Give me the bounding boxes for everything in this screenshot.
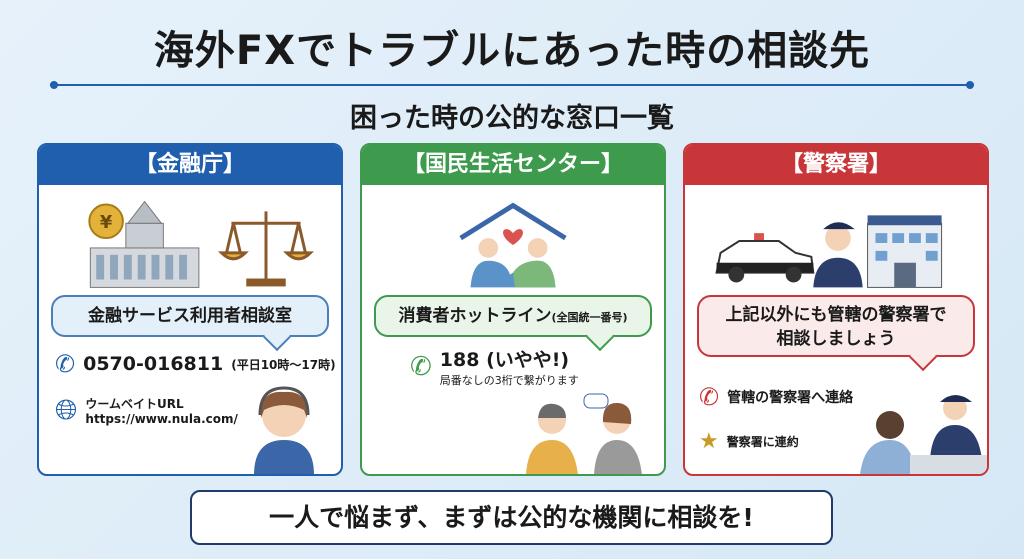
card-header: 【警察署】 xyxy=(685,145,987,185)
police-station-icon xyxy=(867,215,943,288)
bubble-text: 金融サービス利用者相談室 xyxy=(88,306,292,326)
bubble-text: 消費者ホットライン xyxy=(398,306,552,326)
contact-police-text: 管轄の警察署へ連絡 xyxy=(727,390,854,406)
operator-illustration xyxy=(254,386,314,474)
phone-hours: (平日10時〜17時) xyxy=(231,357,336,372)
government-building-icon: ¥ xyxy=(88,200,314,288)
police-illustration xyxy=(715,215,943,288)
speech-bubble: 上記以外にも管轄の警察署で 相談しましょう xyxy=(697,295,975,357)
card-consumer-center: 【国民生活センター】 消費者ホットライン(全国統一番号) ✆ 188 (いやや!… xyxy=(360,143,666,476)
closing-banner: 一人で悩まず、まずは公的な機関に相談を! xyxy=(190,490,833,545)
handshake-house-icon xyxy=(459,202,567,288)
page-subtitle: 困った時の公的な窓口一覧 xyxy=(350,103,674,134)
phone-number[interactable]: 188 (いやや!) xyxy=(439,349,570,371)
speech-bubble: 金融サービス利用者相談室 xyxy=(51,295,329,337)
consultation-illustration xyxy=(526,393,642,474)
card-header: 【国民生活センター】 xyxy=(362,145,664,185)
police-station-text: 警察署に連約 xyxy=(726,435,799,449)
police-badge-icon: ★ xyxy=(699,429,719,454)
page-title: 海外FXでトラブルにあった時の相談先 xyxy=(153,28,871,74)
phone-icon: ✆ xyxy=(55,350,76,378)
police-officer-icon xyxy=(813,222,863,288)
police-consultation-illustration xyxy=(860,395,987,474)
web-label: ウームベイトURL xyxy=(85,396,184,411)
bubble-note: (全国統一番号) xyxy=(551,311,628,324)
speech-bubble: 消費者ホットライン(全国統一番号) xyxy=(374,295,652,337)
card-police: 【警察署】 上記以外にも管轄の警察署で 相談しましょう ✆ 管轄の警察署へ連絡 … xyxy=(683,143,989,476)
globe-icon: 🌐︎ xyxy=(55,393,78,426)
phone-icon: ✆ xyxy=(699,383,720,411)
bubble-line-1: 上記以外にも管轄の警察署で xyxy=(725,305,947,325)
phone-icon: ✆ xyxy=(410,351,432,382)
card-header: 【金融庁】 xyxy=(39,145,341,185)
phone-number[interactable]: 0570-016811 xyxy=(83,353,224,375)
web-url[interactable]: https://www.nula.com/ xyxy=(85,411,238,426)
yen-coin-icon: ¥ xyxy=(100,213,113,233)
bubble-line-2: 相談しましょう xyxy=(776,329,896,349)
title-divider xyxy=(50,81,974,89)
card-fsa: 【金融庁】 ¥ 金融サービス利用者相談室 ✆ 0570-016811 (平日10… xyxy=(37,143,343,476)
police-car-icon xyxy=(715,233,815,283)
scales-icon xyxy=(218,211,314,281)
phone-note: 局番なしの3桁で繋がります xyxy=(439,374,579,387)
